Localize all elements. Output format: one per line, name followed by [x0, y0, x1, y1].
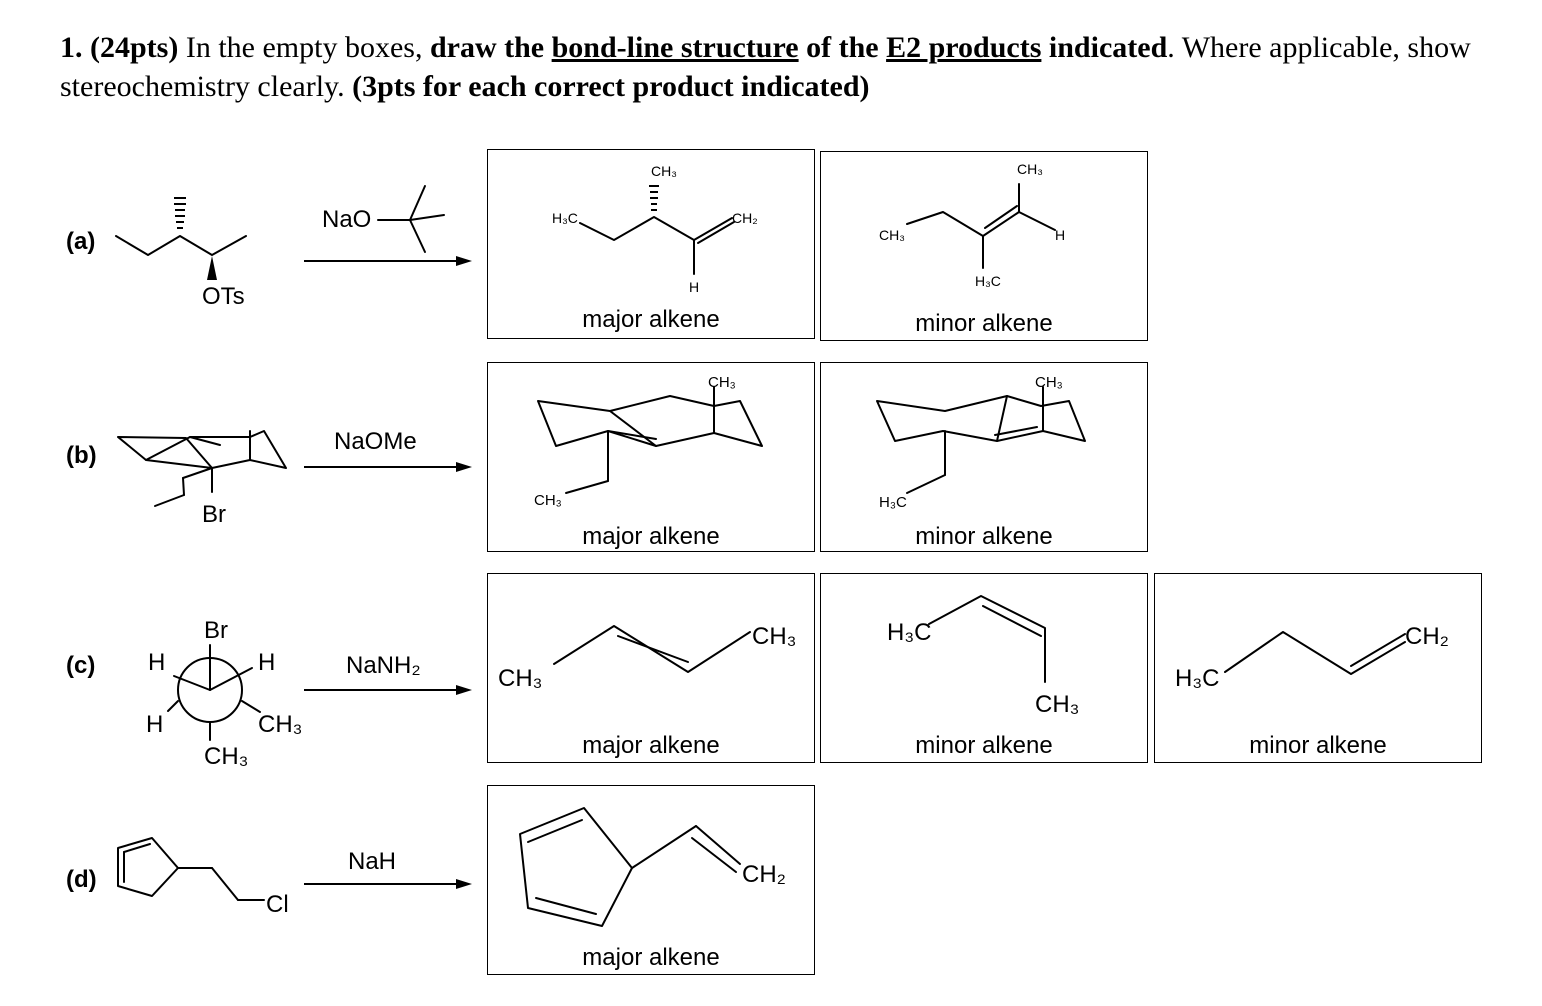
question-text-2: draw the	[429, 31, 552, 64]
substrate-d: Cl	[117, 837, 289, 918]
product-box-d-major: CH₂ major alkene	[487, 785, 815, 975]
atom-c-minor1-ch3: CH₃	[1035, 691, 1079, 718]
atom-c-major-ch3-right: CH₃	[752, 623, 796, 650]
question-number: 1.	[60, 31, 83, 64]
atom-a-major-h: H	[689, 279, 699, 295]
part-a-label: (a)	[66, 228, 96, 255]
product-box-a-major: CH₃ H₃C CH₂ H major alkene	[487, 149, 815, 339]
atom-a-minor-ch3-left: CH₃	[879, 227, 905, 243]
atom-c-minor2-ch2: CH₂	[1405, 623, 1449, 650]
newman-front-right: H	[258, 649, 275, 676]
caption-c-minor-2: minor alkene	[1249, 732, 1387, 759]
leaving-group-a: OTs	[202, 283, 245, 310]
newman-back-left: H	[146, 711, 163, 738]
substrate-b: Br	[117, 430, 287, 528]
question-text: 1. (24pts) In the empty boxes, draw the …	[60, 28, 1492, 106]
atom-c-minor1-h3c: H₃C	[887, 619, 931, 646]
atom-c-minor2-h3c: H₃C	[1175, 665, 1219, 692]
atom-b-minor-h3c: H₃C	[879, 494, 907, 511]
caption-b-major: major alkene	[582, 523, 720, 550]
part-c-label: (c)	[66, 652, 96, 679]
question-text-1: In the empty boxes,	[178, 31, 430, 64]
atom-c-major-ch3-left: CH₃	[498, 665, 542, 692]
atom-a-minor-h: H	[1055, 227, 1065, 243]
part-d-label: (d)	[66, 866, 97, 893]
reaction-arrows	[304, 256, 472, 889]
product-box-c-minor-2: H₃C CH₂ minor alkene	[1154, 573, 1482, 763]
leaving-group-d: Cl	[266, 891, 289, 918]
atom-a-major-ch2: CH₂	[732, 210, 758, 226]
product-box-b-major: CH₃ CH₃ major alkene	[487, 362, 815, 552]
reagent-b: NaOMe	[334, 428, 417, 455]
atom-b-major-ch3: CH₃	[534, 492, 562, 509]
question-underline-2: E2 products	[886, 31, 1042, 64]
question-text-5: . Where applicable, show stereochemistry…	[60, 31, 1471, 103]
caption-c-minor-1: minor alkene	[915, 732, 1053, 759]
product-box-b-minor: CH₃ H₃C minor alkene	[820, 362, 1148, 552]
newman-back-right: CH₃	[258, 711, 302, 738]
product-box-a-minor: CH₃ CH₃ H H₃C minor alkene	[820, 151, 1148, 341]
caption-d-major: major alkene	[582, 944, 720, 971]
atom-b-major-ch3-top: CH₃	[708, 374, 736, 391]
atom-a-major-ch3: CH₃	[651, 163, 677, 179]
atom-b-minor-ch3-top: CH₃	[1035, 374, 1063, 391]
question-points: (24pts)	[90, 31, 179, 64]
atom-a-major-h3c: H₃C	[552, 210, 578, 226]
product-box-c-major: CH₃ CH₃ major alkene	[487, 573, 815, 763]
caption-b-minor: minor alkene	[915, 523, 1053, 550]
question-underline-1: bond-line structure	[551, 31, 799, 64]
atom-a-minor-h3c: H₃C	[975, 273, 1001, 289]
caption-a-major: major alkene	[582, 306, 720, 333]
question-text-6: (3pts for each correct product indicated…	[352, 70, 870, 103]
atom-a-minor-ch3-top: CH₃	[1017, 161, 1043, 177]
question-text-3: of the	[798, 31, 887, 64]
question-text-4: indicated	[1041, 31, 1168, 64]
part-b-label: (b)	[66, 442, 97, 469]
atom-d-ch2: CH₂	[742, 861, 786, 888]
caption-c-major: major alkene	[582, 732, 720, 759]
reagent-c: NaNH₂	[346, 652, 421, 679]
reagent-a: NaO	[322, 206, 372, 233]
newman-bottom: CH₃	[204, 743, 248, 770]
caption-a-minor: minor alkene	[915, 310, 1053, 337]
leaving-group-b: Br	[202, 501, 226, 528]
product-box-c-minor-1: H₃C CH₃ minor alkene	[820, 573, 1148, 763]
newman-front-left: H	[148, 649, 165, 676]
substrate-a: OTs	[115, 197, 247, 310]
tert-butyl-group	[377, 185, 445, 253]
newman-projection: Br H H H CH₃ CH₃	[146, 617, 302, 770]
reagent-d: NaH	[348, 848, 397, 875]
newman-front-top: Br	[204, 617, 228, 644]
